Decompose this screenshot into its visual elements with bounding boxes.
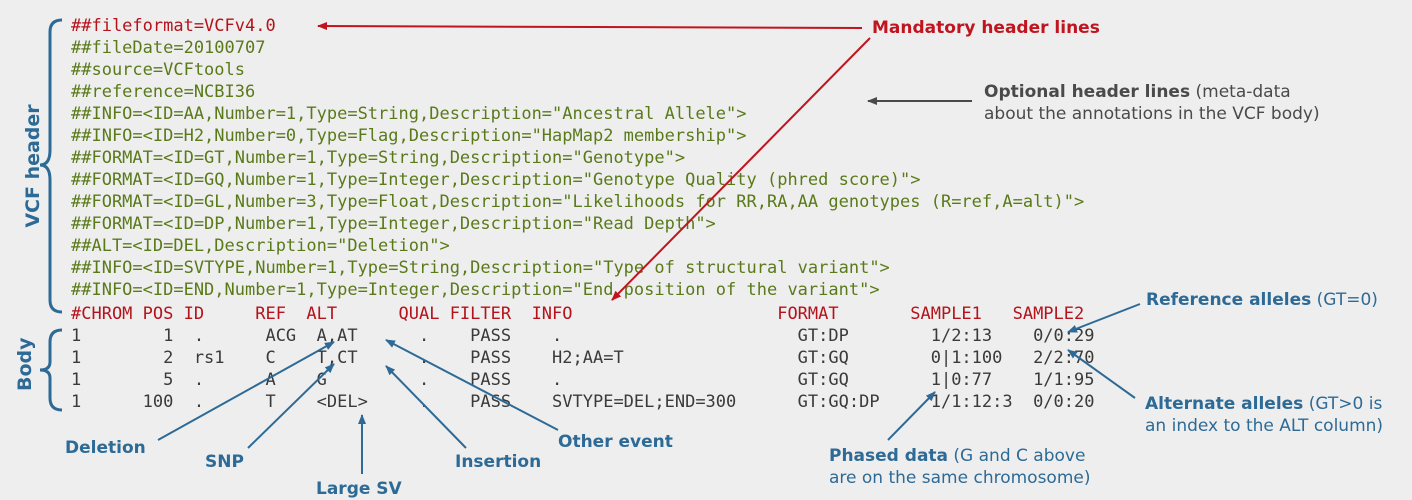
header-line-info-end: ##INFO=<ID=END,Number=1,Type=Integer,Des… [71,280,880,300]
header-line-info-h2: ##INFO=<ID=H2,Number=0,Type=Flag,Descrip… [71,126,747,146]
body-row: 1 2 rs1 C T,CT . PASS H2;AA=T GT:GQ 0|1:… [71,348,1095,368]
annotation-optional-text-2: about the annotations in the VCF body) [984,104,1320,124]
body-row: 1 100 . T <DEL> . PASS SVTYPE=DEL;END=30… [71,392,1095,412]
body-brace [39,328,63,412]
header-line-format-gl: ##FORMAT=<ID=GL,Number=3,Type=Float,Desc… [71,192,1085,212]
header-line-reference: ##reference=NCBI36 [71,82,256,102]
header-line-format-dp: ##FORMAT=<ID=DP,Number=1,Type=Integer,De… [71,214,716,234]
annotation-mandatory: Mandatory header lines [872,18,1100,38]
annotation-other-event: Other event [558,432,673,452]
annotation-reference: Reference alleles (GT=0) [1146,289,1378,311]
body-row: 1 1 . ACG A,AT . PASS . GT:DP 1/2:13 0/0… [71,326,1095,346]
header-line-source: ##source=VCFtools [71,60,245,80]
annotation-phased-title: Phased data [829,446,949,466]
mandatory-arrow-to-fileformat [317,22,863,31]
header-line-alt-del: ##ALT=<ID=DEL,Description="Deletion"> [71,236,450,256]
annotation-phased-text-2: are on the same chromosome) [829,468,1091,488]
header-line-filedate: ##fileDate=20100707 [71,38,266,58]
header-line-info-svtype: ##INFO=<ID=SVTYPE,Number=1,Type=String,D… [71,258,890,278]
annotation-reference-title: Reference alleles [1146,290,1312,310]
annotation-deletion: Deletion [65,438,146,458]
annotation-snp: SNP [205,452,244,472]
annotation-optional-title: Optional header lines [984,82,1191,102]
vcf-header-side-label: VCF header [22,104,44,228]
body-row: 1 5 . A G . PASS . GT:GQ 1|0:77 1/1:95 [71,370,1095,390]
annotation-alternate-title: Alternate alleles [1145,394,1304,414]
annotation-optional: Optional header lines (meta-data about t… [984,81,1320,125]
annotation-reference-text: (GT=0) [1311,290,1378,310]
column-header-row: #CHROM POS ID REF ALT QUAL FILTER INFO F… [71,304,1085,324]
annotation-large-sv: Large SV [316,479,402,499]
header-line-format-gq: ##FORMAT=<ID=GQ,Number=1,Type=Integer,De… [71,170,921,190]
body-side-label: Body [14,337,36,391]
annotation-insertion: Insertion [455,452,542,472]
annotation-phased: Phased data (G and C above are on the sa… [829,445,1090,489]
annotation-optional-text-1: (meta-data [1190,82,1291,102]
annotation-alternate-text-2: an index to the ALT column) [1145,416,1384,436]
header-line-format-gt: ##FORMAT=<ID=GT,Number=1,Type=String,Des… [71,148,686,168]
header-line-info-aa: ##INFO=<ID=AA,Number=1,Type=String,Descr… [71,104,747,124]
annotation-alternate: Alternate alleles (GT>0 is an index to t… [1145,393,1383,437]
header-line-fileformat: ##fileformat=VCFv4.0 [71,16,276,36]
annotation-alternate-text-1: (GT>0 is [1303,394,1383,414]
annotation-phased-text-1: (G and C above [948,446,1086,466]
